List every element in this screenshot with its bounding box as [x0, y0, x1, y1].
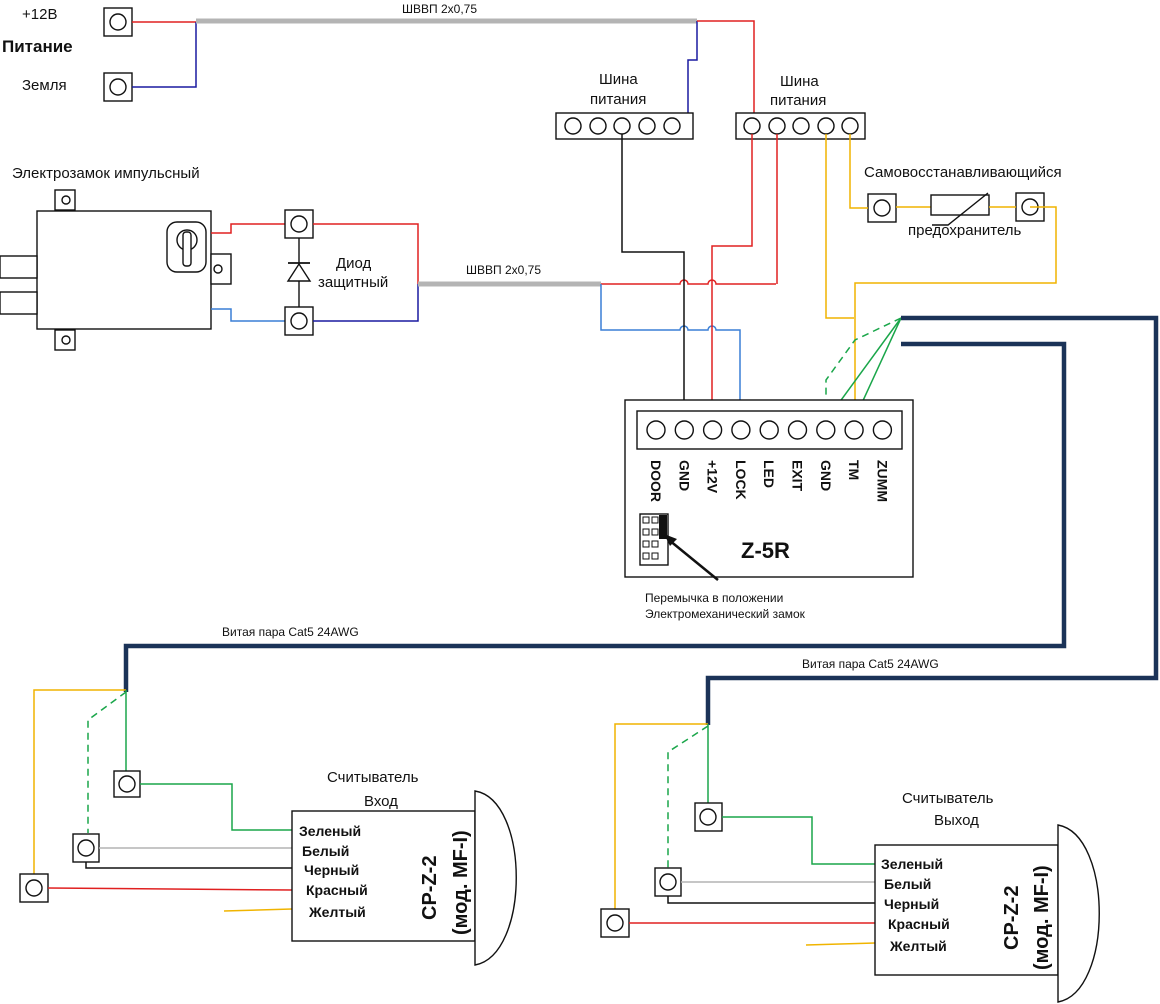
- terminal-hole-plus12v: [702, 420, 723, 440]
- reader-out-wire-white: Белый: [884, 876, 931, 892]
- power-cable-label: ШВВП 2х0,75: [402, 2, 477, 16]
- terminal-hole-zumm: [872, 420, 893, 440]
- fuse: Самовосстанавливающийся предохранитель: [864, 164, 1062, 239]
- terminal-hole-door: [646, 420, 666, 440]
- reader-out-wiring: [600, 723, 876, 946]
- reader-out-wire-green: Зеленый: [881, 856, 943, 872]
- terminal-hole-exit: [787, 420, 808, 440]
- reader-in-title-1: Считыватель: [327, 769, 419, 786]
- reader-in-wiring: [19, 689, 293, 912]
- reader-out-model-1: CP-Z-2: [1001, 886, 1023, 950]
- reader-out-wire-yellow: Желтый: [889, 938, 947, 954]
- terminal-label-led: LED: [761, 460, 777, 488]
- fuse-label-top: Самовосстанавливающийся: [864, 164, 1062, 181]
- terminal-label-lock: LOCK: [733, 460, 749, 500]
- reader-in-model-1: CP-Z-2: [419, 856, 441, 920]
- lock-cable-label: ШВВП 2х0,75: [466, 263, 541, 277]
- terminal-hole-lock: [731, 420, 751, 440]
- controller-z5r: DOOR GND +12V LOCK LED EXIT GND TM ZUMM Z-5R: [624, 399, 914, 581]
- terminal-label-gnd: GND: [818, 460, 834, 491]
- reader-out-title-1: Считыватель: [902, 790, 994, 807]
- electric-lock: [0, 189, 232, 351]
- jumper-note-2: Электромеханический замок: [645, 607, 806, 621]
- terminal-label-zumm: ZUMM: [874, 460, 890, 502]
- terminal-hole-gnd: [674, 420, 694, 440]
- diode-label-2: защитный: [318, 274, 388, 291]
- reader-in-wire-white: Белый: [302, 843, 349, 859]
- reader-out-title-2: Выход: [934, 812, 979, 829]
- cat5-in-label: Витая пара Cat5 24AWG: [222, 625, 359, 639]
- cat5-cable-in: [123, 341, 1067, 692]
- ground-label: Земля: [22, 77, 67, 94]
- bus-bar-right: Шина питания: [735, 73, 866, 140]
- reader-in-wire-red: Красный: [306, 882, 368, 898]
- terminal-hole-tm: [844, 420, 864, 440]
- cat5-cable-out: [705, 315, 1159, 725]
- reader-out-wire-black: Черный: [884, 896, 939, 912]
- reader-in-wire-yellow: Желтый: [308, 904, 366, 920]
- controller-model: Z-5R: [741, 538, 790, 563]
- bus-left-label-2: питания: [590, 91, 646, 108]
- reader-in-wire-black: Черный: [304, 862, 359, 878]
- reader-out-model-2: (мод. MF-I): [1031, 865, 1053, 970]
- terminal-label-plus12v: +12V: [705, 460, 721, 494]
- power-label: Питание: [2, 37, 73, 56]
- reader-in-wire-green: Зеленый: [299, 823, 361, 839]
- plus12-terminal: [103, 7, 133, 37]
- terminal-label-door: DOOR: [648, 460, 664, 502]
- jumper-note-1: Перемычка в положении: [645, 591, 783, 605]
- terminal-hole-led: [759, 420, 779, 440]
- terminal-label-exit: EXIT: [790, 460, 806, 492]
- fuse-label-bottom: предохранитель: [908, 222, 1022, 239]
- protective-diode: Диод защитный: [284, 209, 388, 336]
- jumper-block: [639, 513, 669, 566]
- reader-in: Считыватель Вход Зеленый Белый Черный Кр…: [291, 769, 517, 966]
- bus-bar-left: Шина питания: [555, 71, 694, 140]
- cat5-out-label: Витая пара Cat5 24AWG: [802, 657, 939, 671]
- reader-out-wire-red: Красный: [888, 916, 950, 932]
- diode-label-1: Диод: [336, 255, 372, 272]
- plus12-label: +12В: [22, 6, 57, 23]
- reader-in-model-2: (мод. MF-I): [450, 830, 472, 935]
- reader-in-title-2: Вход: [364, 793, 398, 810]
- reader-out: Считыватель Выход Зеленый Белый Черный К…: [874, 790, 1100, 1003]
- terminal-hole-gnd: [816, 420, 836, 440]
- terminal-label-gnd: GND: [676, 460, 692, 491]
- bus-left-label-1: Шина: [599, 71, 638, 88]
- bus-right-label-2: питания: [770, 92, 826, 109]
- lock-title: Электрозамок импульсный: [12, 165, 200, 182]
- terminal-label-tm: TM: [846, 460, 862, 480]
- power-input: +12В Питание Земля: [2, 6, 133, 102]
- bus-right-label-1: Шина: [780, 73, 819, 90]
